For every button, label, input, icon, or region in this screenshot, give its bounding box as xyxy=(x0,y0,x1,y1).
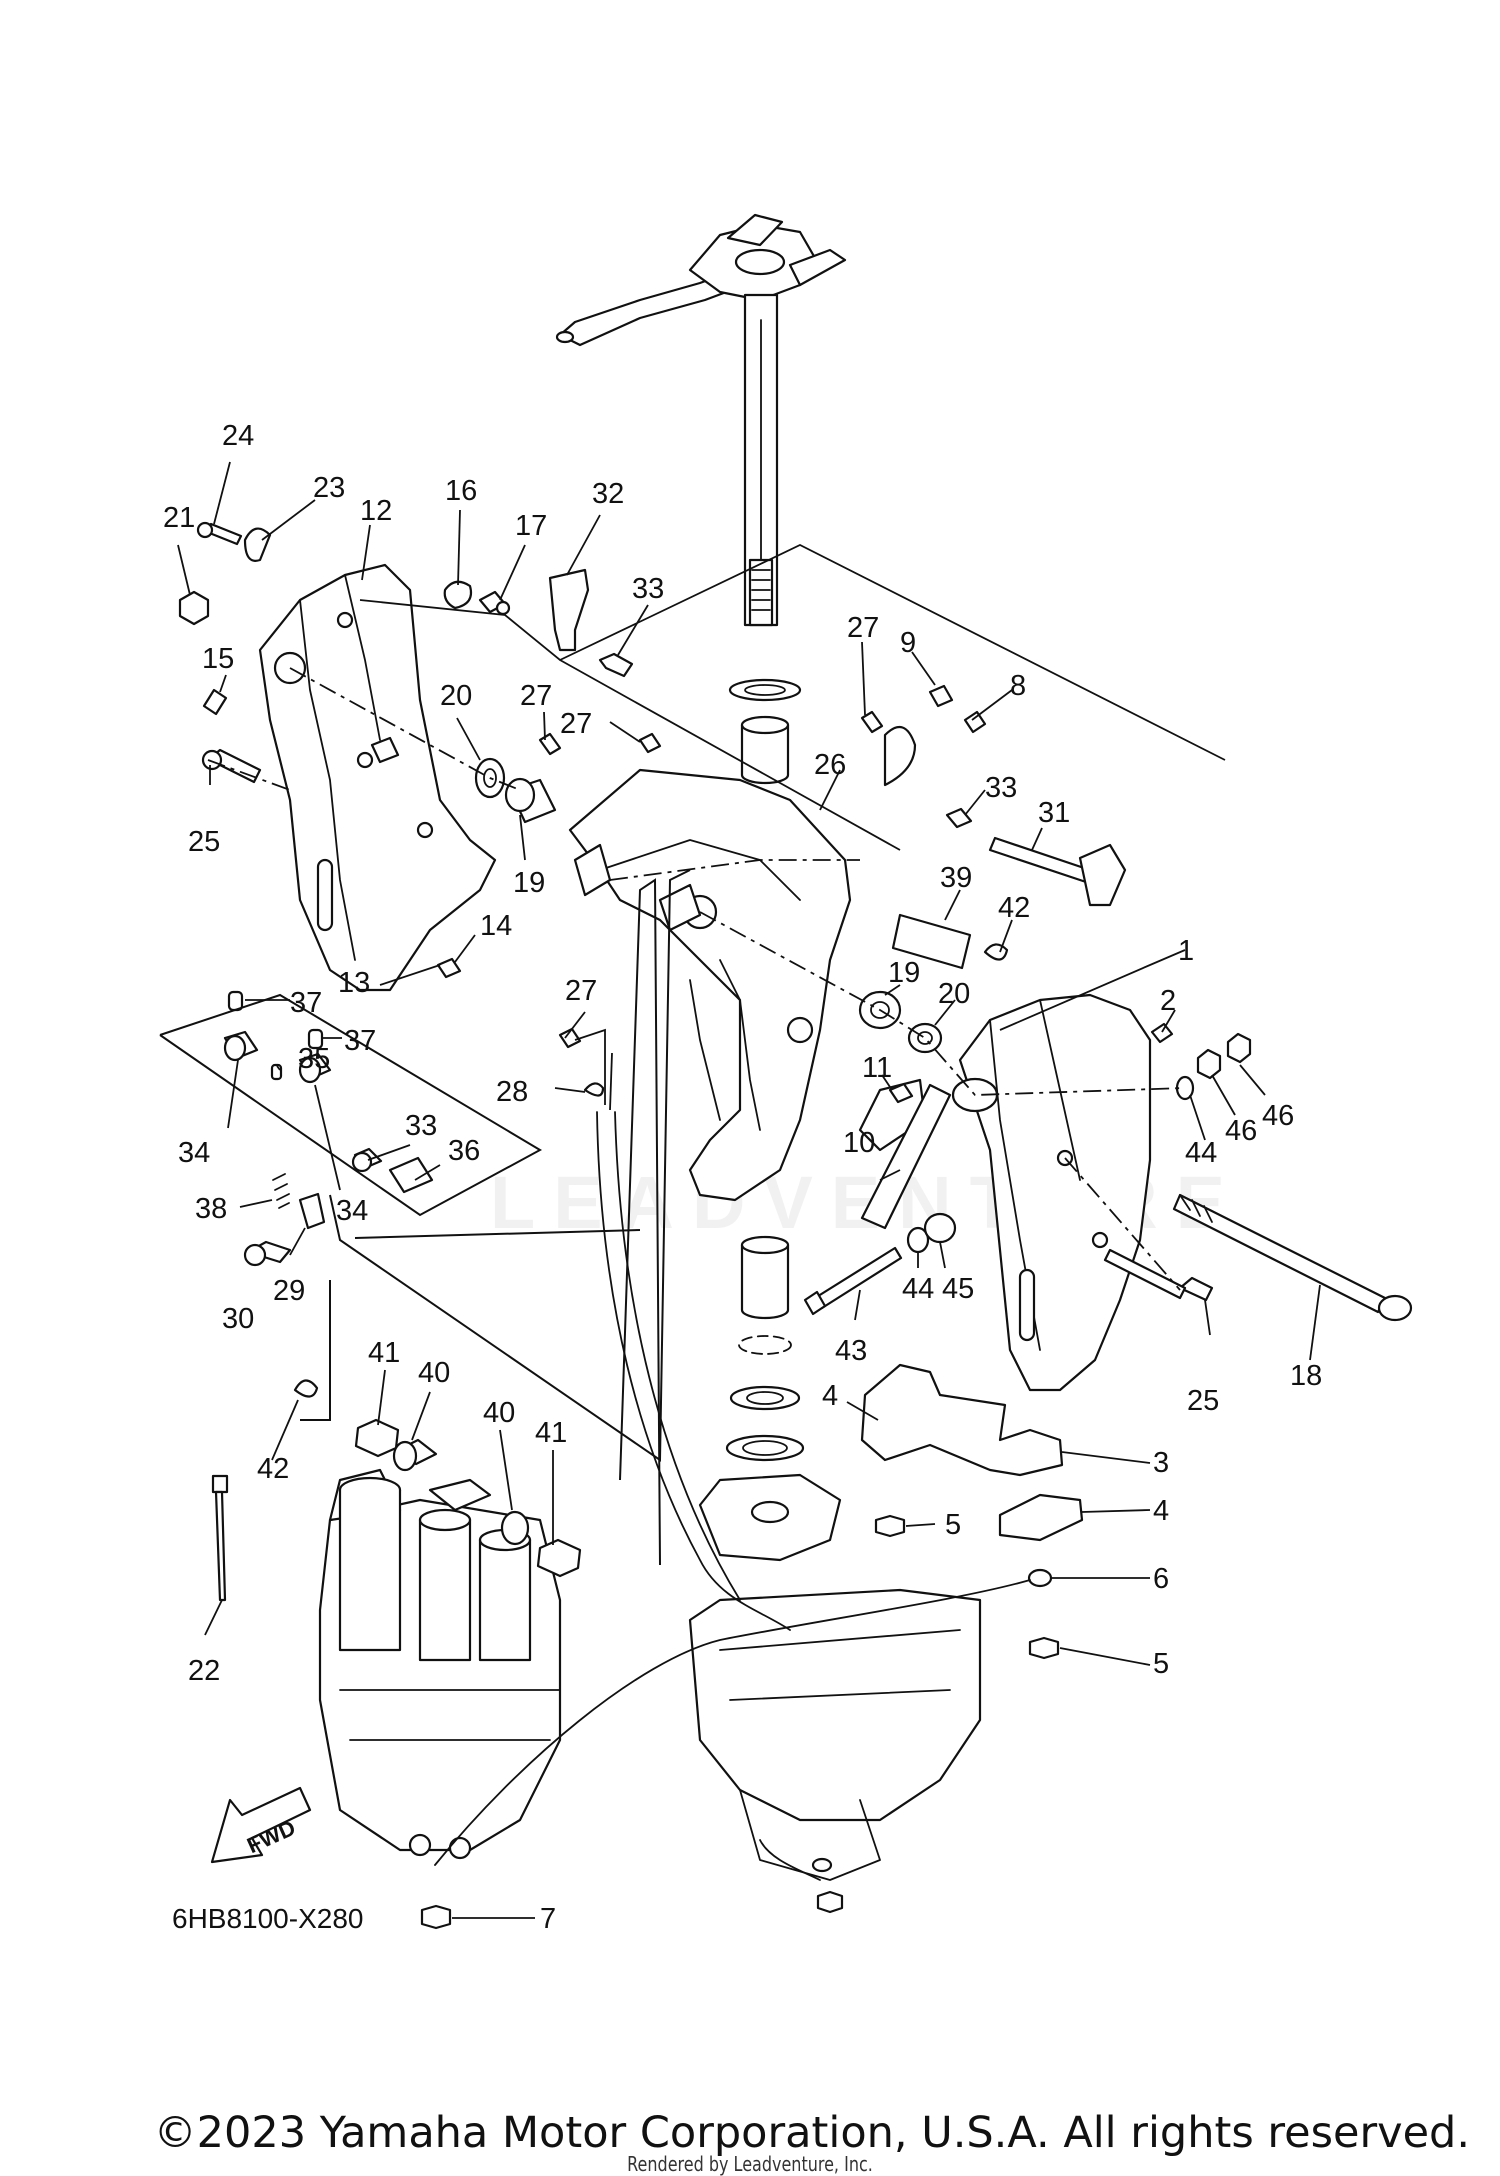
callout-12: 12 xyxy=(360,495,392,527)
callout-20-right: 20 xyxy=(938,978,970,1010)
callout-33-right: 33 xyxy=(985,772,1017,804)
reference-lines xyxy=(159,543,1226,1566)
callout-44-lower: 44 xyxy=(902,1273,934,1305)
cables-and-hoses xyxy=(434,1111,1031,1881)
callout-43: 43 xyxy=(835,1335,867,1367)
power-trim-tilt-unit xyxy=(318,1468,562,1860)
callout-22: 22 xyxy=(188,1655,220,1687)
callout-33-top: 33 xyxy=(632,573,664,605)
callout-19-left: 19 xyxy=(513,867,545,899)
callout-5-upper: 5 xyxy=(945,1509,961,1541)
callout-28: 28 xyxy=(496,1076,528,1108)
callout-27-mid: 27 xyxy=(565,975,597,1007)
callout-14: 14 xyxy=(480,910,512,942)
copyright-text: ©2023 Yamaha Motor Corporation, U.S.A. A… xyxy=(153,2108,1470,2158)
callout-34-a: 34 xyxy=(178,1137,210,1169)
callout-24: 24 xyxy=(222,420,254,452)
callout-42-right: 42 xyxy=(998,892,1030,924)
callout-11: 11 xyxy=(862,1052,892,1084)
swivel-bracket xyxy=(568,768,860,1202)
callout-36: 36 xyxy=(448,1135,480,1167)
callout-39: 39 xyxy=(940,862,972,894)
callout-4-lower: 4 xyxy=(1153,1495,1169,1527)
callout-17: 17 xyxy=(515,510,547,542)
callout-37-a: 37 xyxy=(290,987,322,1019)
callout-21: 21 xyxy=(163,502,195,534)
callout-37-b: 37 xyxy=(344,1025,376,1057)
callout-27-top-right: 27 xyxy=(847,612,879,644)
callout-31: 31 xyxy=(1038,797,1070,829)
callout-16: 16 xyxy=(445,475,477,507)
tilt-pin xyxy=(1172,1193,1413,1322)
callout-41-b: 41 xyxy=(535,1417,567,1449)
callout-3: 3 xyxy=(1153,1447,1169,1479)
callout-1: 1 xyxy=(1178,935,1194,967)
hardware-parts xyxy=(178,521,1252,1930)
callout-8: 8 xyxy=(1010,670,1026,702)
lower-mount-housing xyxy=(688,1078,982,1881)
callout-27-left: 27 xyxy=(520,680,552,712)
callout-40-a: 40 xyxy=(418,1357,450,1389)
callout-15: 15 xyxy=(202,643,234,675)
callout-35: 35 xyxy=(298,1043,330,1075)
callout-leaders xyxy=(177,461,1321,1919)
diagram-code: 6HB8100-X280 xyxy=(172,1903,363,1934)
callout-33-lower: 33 xyxy=(405,1110,437,1142)
callout-27-center: 27 xyxy=(560,708,592,740)
callout-44-right: 44 xyxy=(1185,1137,1217,1169)
clamp-bracket-left xyxy=(258,563,497,992)
callout-40-b: 40 xyxy=(483,1397,515,1429)
callout-38: 38 xyxy=(195,1193,227,1225)
callout-42-left: 42 xyxy=(257,1453,289,1485)
callout-34-b: 34 xyxy=(336,1195,368,1227)
callout-2: 2 xyxy=(1160,985,1176,1017)
callout-41-a: 41 xyxy=(368,1337,400,1369)
callout-32: 32 xyxy=(592,478,624,510)
callout-30: 30 xyxy=(222,1303,254,1335)
callout-20-left: 20 xyxy=(440,680,472,712)
callout-45: 45 xyxy=(942,1273,974,1305)
callout-13: 13 xyxy=(338,967,370,999)
rendered-by-text: Rendered by Leadventure, Inc. xyxy=(627,2152,873,2176)
callout-18: 18 xyxy=(1290,1360,1322,1392)
callout-7: 7 xyxy=(540,1903,556,1935)
callout-25-right: 25 xyxy=(1187,1385,1219,1417)
callout-23: 23 xyxy=(313,472,345,504)
callout-5-lower: 5 xyxy=(1153,1648,1169,1680)
callout-29: 29 xyxy=(273,1275,305,1307)
steering-shaft-assembly xyxy=(555,213,847,627)
callout-46-a: 46 xyxy=(1262,1100,1294,1132)
callout-9: 9 xyxy=(900,627,916,659)
callout-4-upper: 4 xyxy=(822,1380,838,1412)
copyright-notice: ©2023 Yamaha Motor Corporation, U.S.A. A… xyxy=(0,2108,1500,2158)
callout-19-right: 19 xyxy=(888,957,920,989)
fwd-arrow: FWD xyxy=(210,1786,312,1864)
callout-46-b: 46 xyxy=(1225,1115,1257,1147)
callout-25-left: 25 xyxy=(188,826,220,858)
callout-26: 26 xyxy=(814,749,846,781)
callout-10: 10 xyxy=(843,1127,875,1159)
callout-6: 6 xyxy=(1153,1563,1169,1595)
callout-labels: 24 23 21 12 16 17 32 33 27 9 8 15 20 27 … xyxy=(163,420,1322,1935)
